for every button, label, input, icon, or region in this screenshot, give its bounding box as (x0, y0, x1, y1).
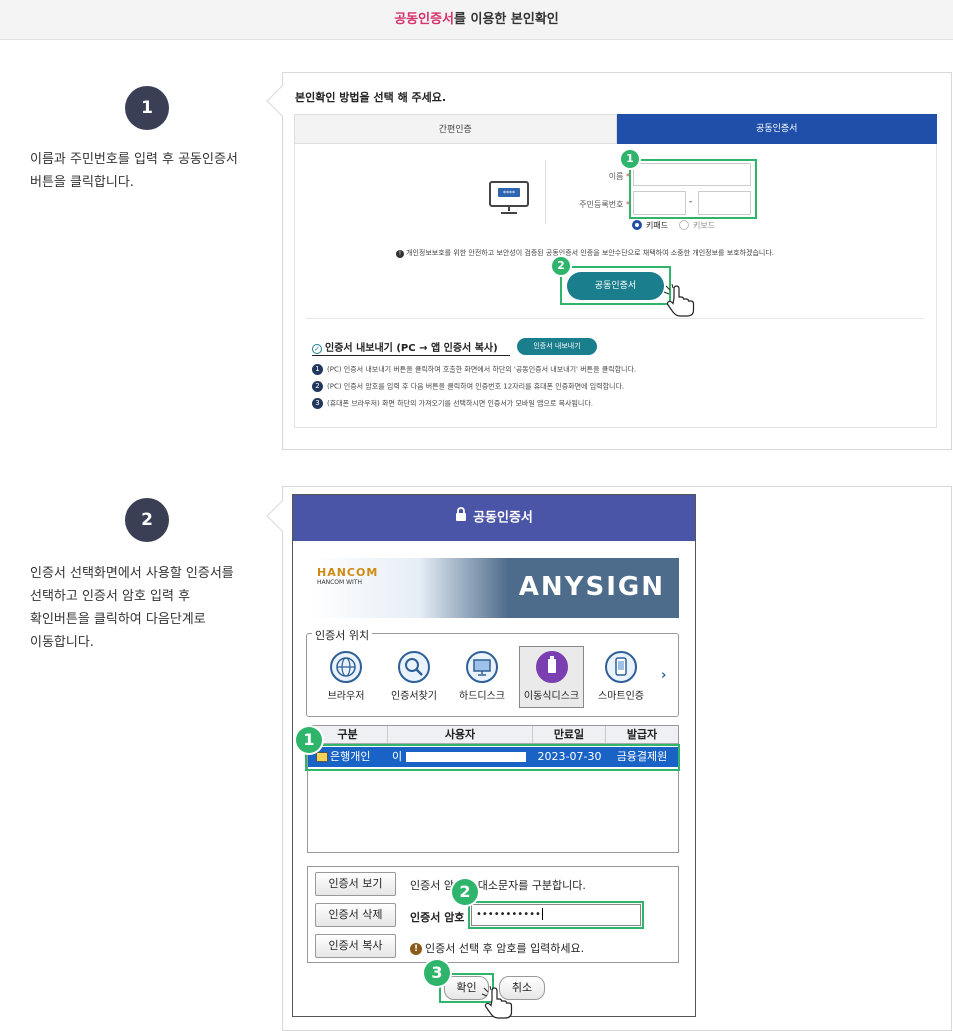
magnifier-icon (398, 651, 430, 683)
usb-icon (536, 651, 568, 683)
cert-table (307, 725, 679, 853)
anysign-logo: ANYSIGN (518, 572, 665, 602)
lock-icon (455, 495, 467, 541)
export-step-2: 2(PC) 인증서 암호를 입력 후 다음 버튼을 클릭하여 인증번호 12자리… (312, 381, 624, 392)
globe-icon (330, 651, 362, 683)
header-title: 를 이용한 본인확인 (454, 12, 559, 27)
keyboard-label: 키보드 (693, 221, 716, 230)
cert-user-cell: 이 (388, 747, 533, 767)
cert-type-cell: 은행개인 (308, 747, 388, 767)
hancom-with-label: HANCOM WITH (317, 579, 362, 586)
export-step-1: 1(PC) 인증서 내보내기 버튼을 클릭하여 호출한 화면에서 하단의 '공동… (312, 364, 636, 375)
desktop-icon (466, 651, 498, 683)
password-label: 인증서 암호 (410, 911, 465, 924)
rrn-label: 주민등록번호 * (579, 200, 630, 209)
rrn-back-input[interactable] (698, 191, 751, 215)
cert-delete-button[interactable]: 인증서 삭제 (315, 903, 396, 927)
location-browser[interactable]: 브라우저 (320, 651, 372, 707)
anysign-banner: HANCOM HANCOM WITH ANYSIGN (309, 558, 679, 618)
step-1-number: 1 (125, 86, 169, 130)
warning-icon: ! (410, 943, 422, 955)
ok-button[interactable]: 확인 (444, 976, 489, 1000)
name-input[interactable] (633, 163, 751, 186)
step-1-desc-line1: 이름과 주민번호를 입력 후 공동인증서 (30, 152, 238, 167)
cert-copy-button[interactable]: 인증서 복사 (315, 934, 396, 958)
redaction-bar (406, 752, 526, 762)
step-2-desc-line1: 인증서 선택화면에서 사용할 인증서를 (30, 566, 234, 581)
select-hint: !인증서 선택 후 암호를 입력하세요. (410, 940, 584, 956)
location-group (306, 633, 679, 717)
cert-icon (316, 752, 328, 762)
hand-cursor-icon (660, 283, 698, 318)
rrn-front-input[interactable] (633, 191, 686, 215)
password-highlight (468, 901, 644, 929)
method-content (294, 144, 937, 428)
step-1-desc-line2: 버튼을 클릭합니다. (30, 175, 134, 190)
cancel-button[interactable]: 취소 (499, 976, 545, 1000)
export-divider (306, 318, 924, 319)
step-2-desc-line3: 확인버튼을 클릭하여 다음단계로 (30, 612, 206, 627)
chevron-right-icon[interactable]: › (661, 668, 667, 683)
tab-simple-auth[interactable]: 간편인증 (294, 114, 617, 144)
export-title-underline (312, 355, 510, 356)
step-2-desc-line2: 선택하고 인증서 암호 입력 후 (30, 589, 191, 604)
badge-dialog-2: 2 (452, 879, 478, 905)
dialog-header: 공동인증서 (293, 495, 695, 541)
badge-dialog-1: 1 (296, 727, 322, 753)
name-label: 이름 * (608, 172, 630, 181)
header-highlight: 공동인증서 (394, 12, 455, 27)
export-button[interactable]: 인증서 내보내기 (517, 338, 597, 355)
cert-button-highlight (560, 266, 671, 305)
export-step-3: 3(휴대폰 브라우저) 화면 하단의 가져오기를 선택하시면 인증서가 모바일 … (312, 398, 593, 409)
location-removable[interactable]: 이동식디스크 (519, 646, 584, 708)
cert-row-highlight (305, 744, 680, 771)
step-2-desc-line4: 이동합니다. (30, 635, 94, 650)
info-icon: ! (396, 250, 404, 258)
input-highlight-box (629, 159, 757, 219)
cert-row-selected[interactable]: 은행개인 이 2023-07-30 금융결제원 (308, 747, 678, 767)
cert-issuer-cell: 금융결제원 (616, 750, 668, 763)
step-1-description: 이름과 주민번호를 입력 후 공동인증서 버튼을 클릭합니다. (30, 148, 270, 194)
rrn-separator: - (689, 197, 693, 207)
divider (545, 160, 546, 224)
location-legend: 인증서 위치 (312, 627, 373, 643)
svg-text:****: **** (503, 190, 515, 197)
page-header: 공동인증서를 이용한 본인확인 (0, 0, 953, 40)
keypad-radio[interactable] (632, 220, 642, 230)
cert-button[interactable]: 공동인증서 (567, 272, 664, 300)
cert-view-button[interactable]: 인증서 보기 (315, 872, 396, 896)
export-title: ✓인증서 내보내기 (PC → 앱 인증서 복사) (312, 339, 498, 354)
method-tabs: 간편인증 공동인증서 (294, 114, 937, 144)
method-title: 본인확인 방법을 선택 해 주세요. (295, 91, 447, 104)
password-input[interactable]: ••••••••••• (471, 904, 641, 926)
location-harddisk[interactable]: 하드디스크 (452, 651, 512, 707)
hand-cursor-icon (478, 985, 516, 1020)
password-panel (307, 866, 679, 963)
location-smart[interactable]: 스마트인증 (590, 651, 652, 707)
badge-2: 2 (552, 257, 570, 275)
step-2-number: 2 (125, 498, 169, 542)
location-find[interactable]: 인증서찾기 (384, 651, 444, 707)
step-2-description: 인증서 선택화면에서 사용할 인증서를 선택하고 인증서 암호 입력 후 확인버… (30, 562, 270, 654)
keypad-label: 키패드 (646, 221, 669, 230)
hancom-logo: HANCOM (317, 566, 379, 579)
security-notice: !개인정보보호를 위한 안전하고 보안성이 검증된 공동인증서 인증을 보안수단… (396, 248, 846, 258)
badge-1: 1 (621, 150, 639, 168)
keyboard-radio[interactable] (679, 220, 689, 230)
cert-expiry-cell: 2023-07-30 (537, 750, 602, 763)
monitor-icon: **** (488, 180, 530, 216)
export-icon: ✓ (312, 344, 322, 354)
cert-table-header: 구분 사용자 만료일 발급자 (308, 726, 678, 744)
tab-joint-cert[interactable]: 공동인증서 (616, 114, 937, 144)
badge-dialog-3: 3 (424, 960, 450, 986)
smartphone-icon (605, 651, 637, 683)
case-note: 인증서 암호는 대소문자를 구분합니다. (410, 879, 586, 892)
